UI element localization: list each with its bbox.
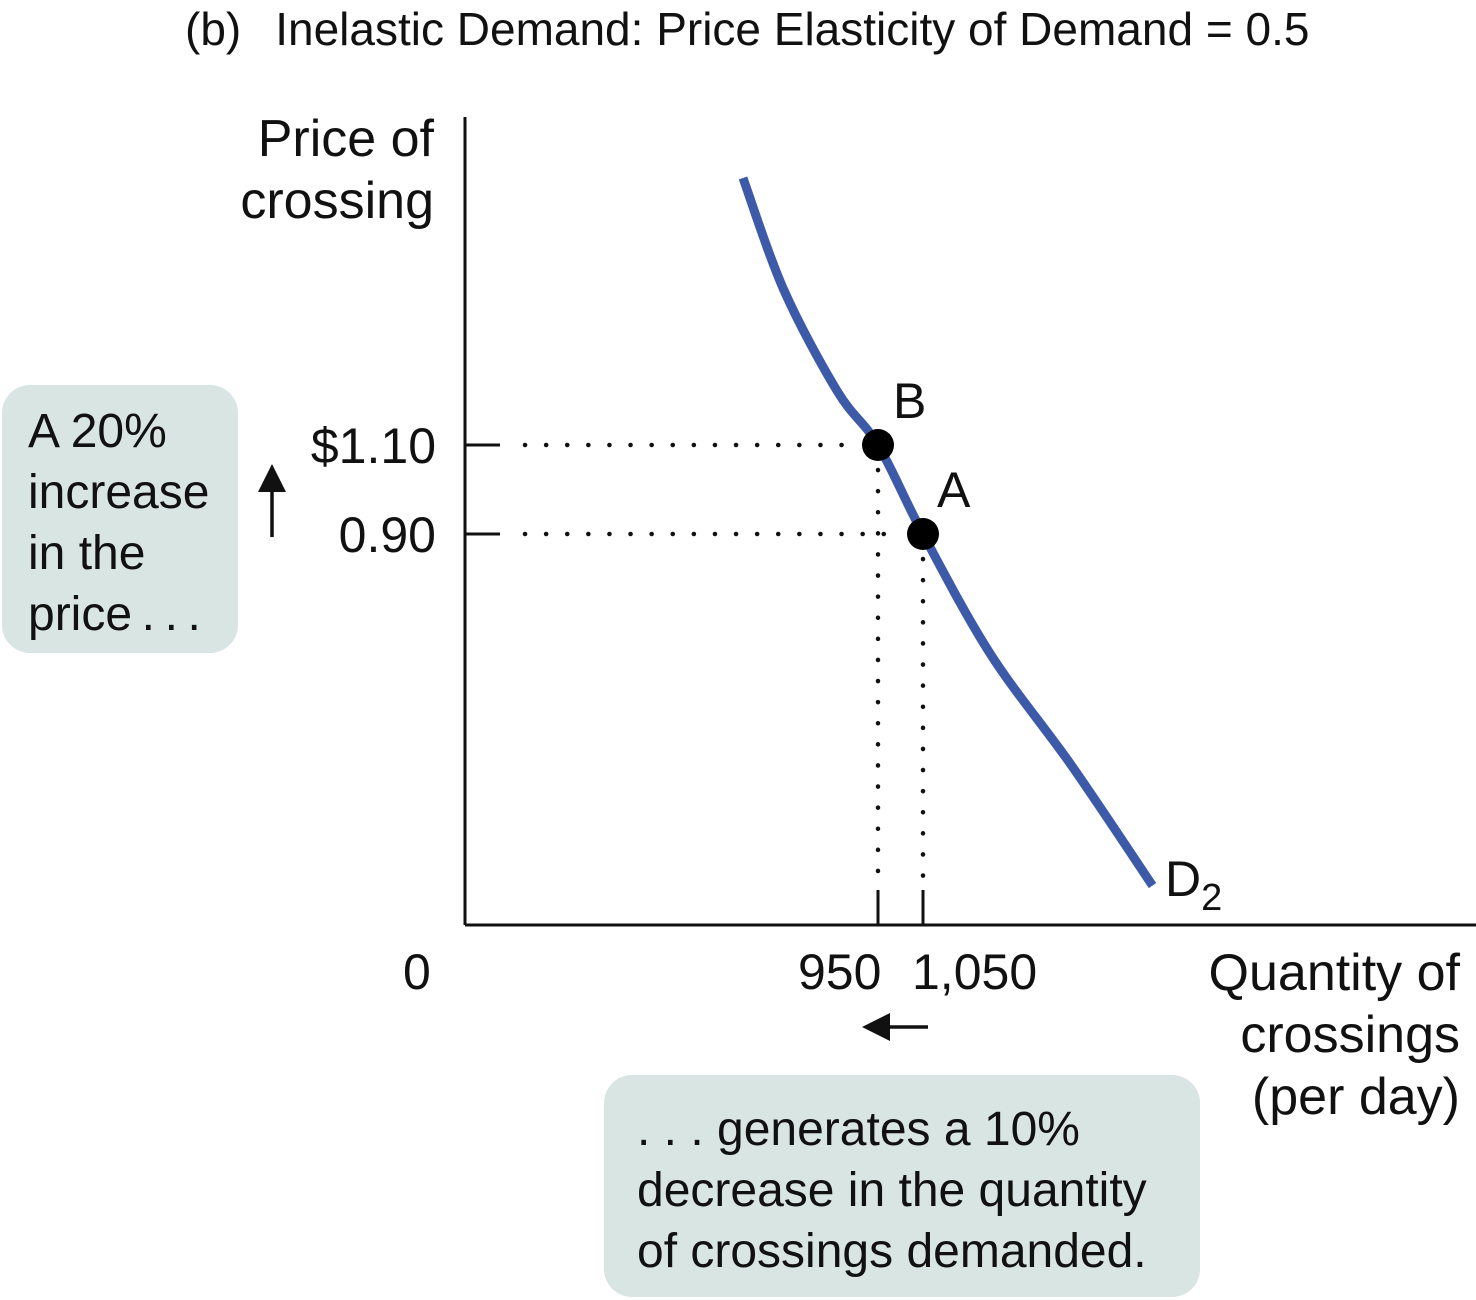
point-marker-b xyxy=(862,429,894,461)
demand-curve-subscript: 2 xyxy=(1201,877,1223,919)
quantity-change-callout-line-3: of crossings demanded. xyxy=(637,1225,1147,1278)
point-marker-a xyxy=(907,518,939,550)
point-markers xyxy=(862,429,939,550)
chart-title: (b) Inelastic Demand: Price Elasticity of… xyxy=(185,2,1309,56)
guide-lines xyxy=(522,442,926,883)
price-change-callout-line-2: increase xyxy=(28,466,210,519)
quantity-change-callout: . . . generates a 10% decrease in the qu… xyxy=(604,1075,1200,1297)
y-axis-label-line-2: crossing xyxy=(240,172,434,230)
x-axis-label-line-3: (per day) xyxy=(1251,1068,1460,1126)
quantity-change-callout-line-1: . . . generates a 10% xyxy=(637,1103,1080,1156)
price-change-callout-line-4: price . . . xyxy=(28,588,201,641)
demand-curve-label: D2 xyxy=(1165,850,1222,920)
y-tick-label-high: $1.10 xyxy=(310,418,436,474)
demand-curve-line xyxy=(738,176,1157,889)
price-change-callout: A 20% increase in the price . . . xyxy=(2,385,238,653)
chart-panel-tag: (b) xyxy=(185,3,242,55)
y-tick-label-low: 0.90 xyxy=(338,507,436,563)
point-label-a: A xyxy=(937,462,971,518)
price-change-callout-line-1: A 20% xyxy=(28,405,167,458)
x-axis-label: Quantity of crossings (per day) xyxy=(1209,942,1460,1128)
y-axis-label-line-1: Price of xyxy=(257,110,434,168)
x-axis-label-line-1: Quantity of xyxy=(1208,944,1460,1002)
price-change-callout-line-3: in the xyxy=(28,527,146,580)
x-axis-label-line-2: crossings xyxy=(1240,1006,1460,1064)
y-axis-label: Price of crossing xyxy=(240,108,434,232)
x-tick-label-1050: 1,050 xyxy=(912,944,1038,1000)
axis-ticks xyxy=(465,443,925,925)
demand-curve-name: D xyxy=(1165,851,1202,907)
x-tick-label-950: 950 xyxy=(798,944,882,1000)
point-label-b: B xyxy=(893,373,927,429)
origin-label: 0 xyxy=(403,944,431,1000)
chart-title-text: Inelastic Demand: Price Elasticity of De… xyxy=(275,3,1310,55)
quantity-change-callout-line-2: decrease in the quantity xyxy=(637,1164,1147,1217)
